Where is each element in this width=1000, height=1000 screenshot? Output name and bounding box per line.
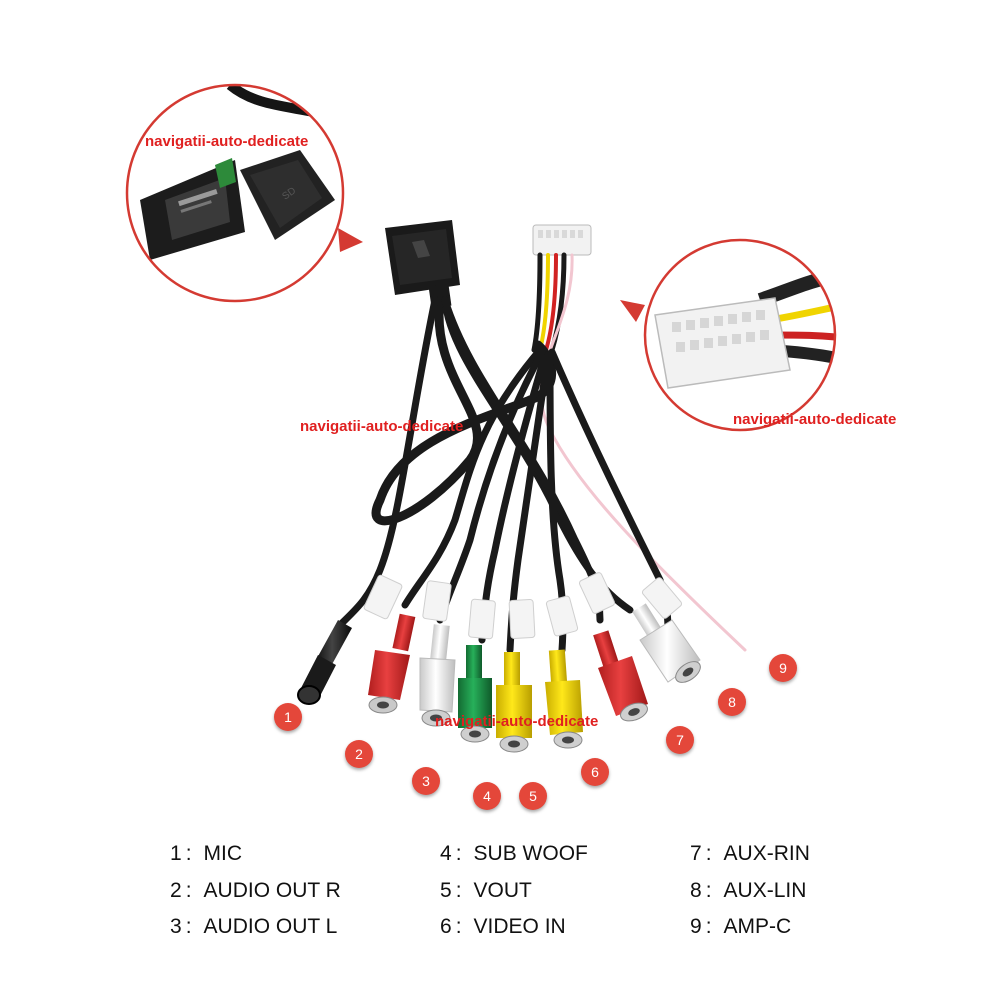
badge-3: 3	[412, 767, 440, 795]
badge-1: 1	[274, 703, 302, 731]
watermark-bottom: navigatii-auto-dedicate	[435, 713, 599, 730]
badge-6: 6	[581, 758, 609, 786]
legend-item-8: 8:AUX-LIN	[690, 879, 807, 902]
cable-tags	[363, 572, 683, 640]
connector-2-audio-out-r	[368, 613, 416, 714]
watermark-right: navigatii-auto-dedicate	[733, 411, 897, 428]
connector-7-aux-rin	[593, 630, 648, 722]
badge-9: 9	[769, 654, 797, 682]
connector-8-aux-lin	[632, 603, 701, 683]
harness-plug	[532, 224, 592, 256]
badge-5: 5	[519, 782, 547, 810]
legend-item-9: 9:AMP-C	[690, 915, 792, 938]
connector-5-vout	[496, 652, 532, 753]
legend-item-3: 3:AUDIO OUT L	[170, 915, 338, 938]
badge-8: 8	[718, 688, 746, 716]
badge-2: 2	[345, 740, 373, 768]
badge-4: 4	[473, 782, 501, 810]
badge-7: 7	[666, 726, 694, 754]
connector-3-audio-out-l	[419, 624, 456, 727]
watermark-top-left: navigatii-auto-dedicate	[145, 133, 309, 150]
legend-item-5: 5:VOUT	[440, 879, 532, 902]
connector-1-mic	[297, 620, 352, 705]
watermark-center: navigatii-auto-dedicate	[300, 418, 464, 435]
zoom-connector	[620, 238, 837, 432]
connector-6-video-in	[545, 649, 583, 749]
legend-item-6: 6:VIDEO IN	[440, 915, 566, 938]
zoom-sd-slot: SD	[125, 83, 363, 303]
usb-sd-housing	[385, 220, 460, 309]
legend-item-4: 4:SUB WOOF	[440, 842, 588, 865]
legend-item-2: 2:AUDIO OUT R	[170, 879, 341, 902]
connector-4-sub-woof	[458, 645, 492, 743]
legend-item-7: 7:AUX-RIN	[690, 842, 810, 865]
legend-item-1: 1:MIC	[170, 842, 243, 865]
